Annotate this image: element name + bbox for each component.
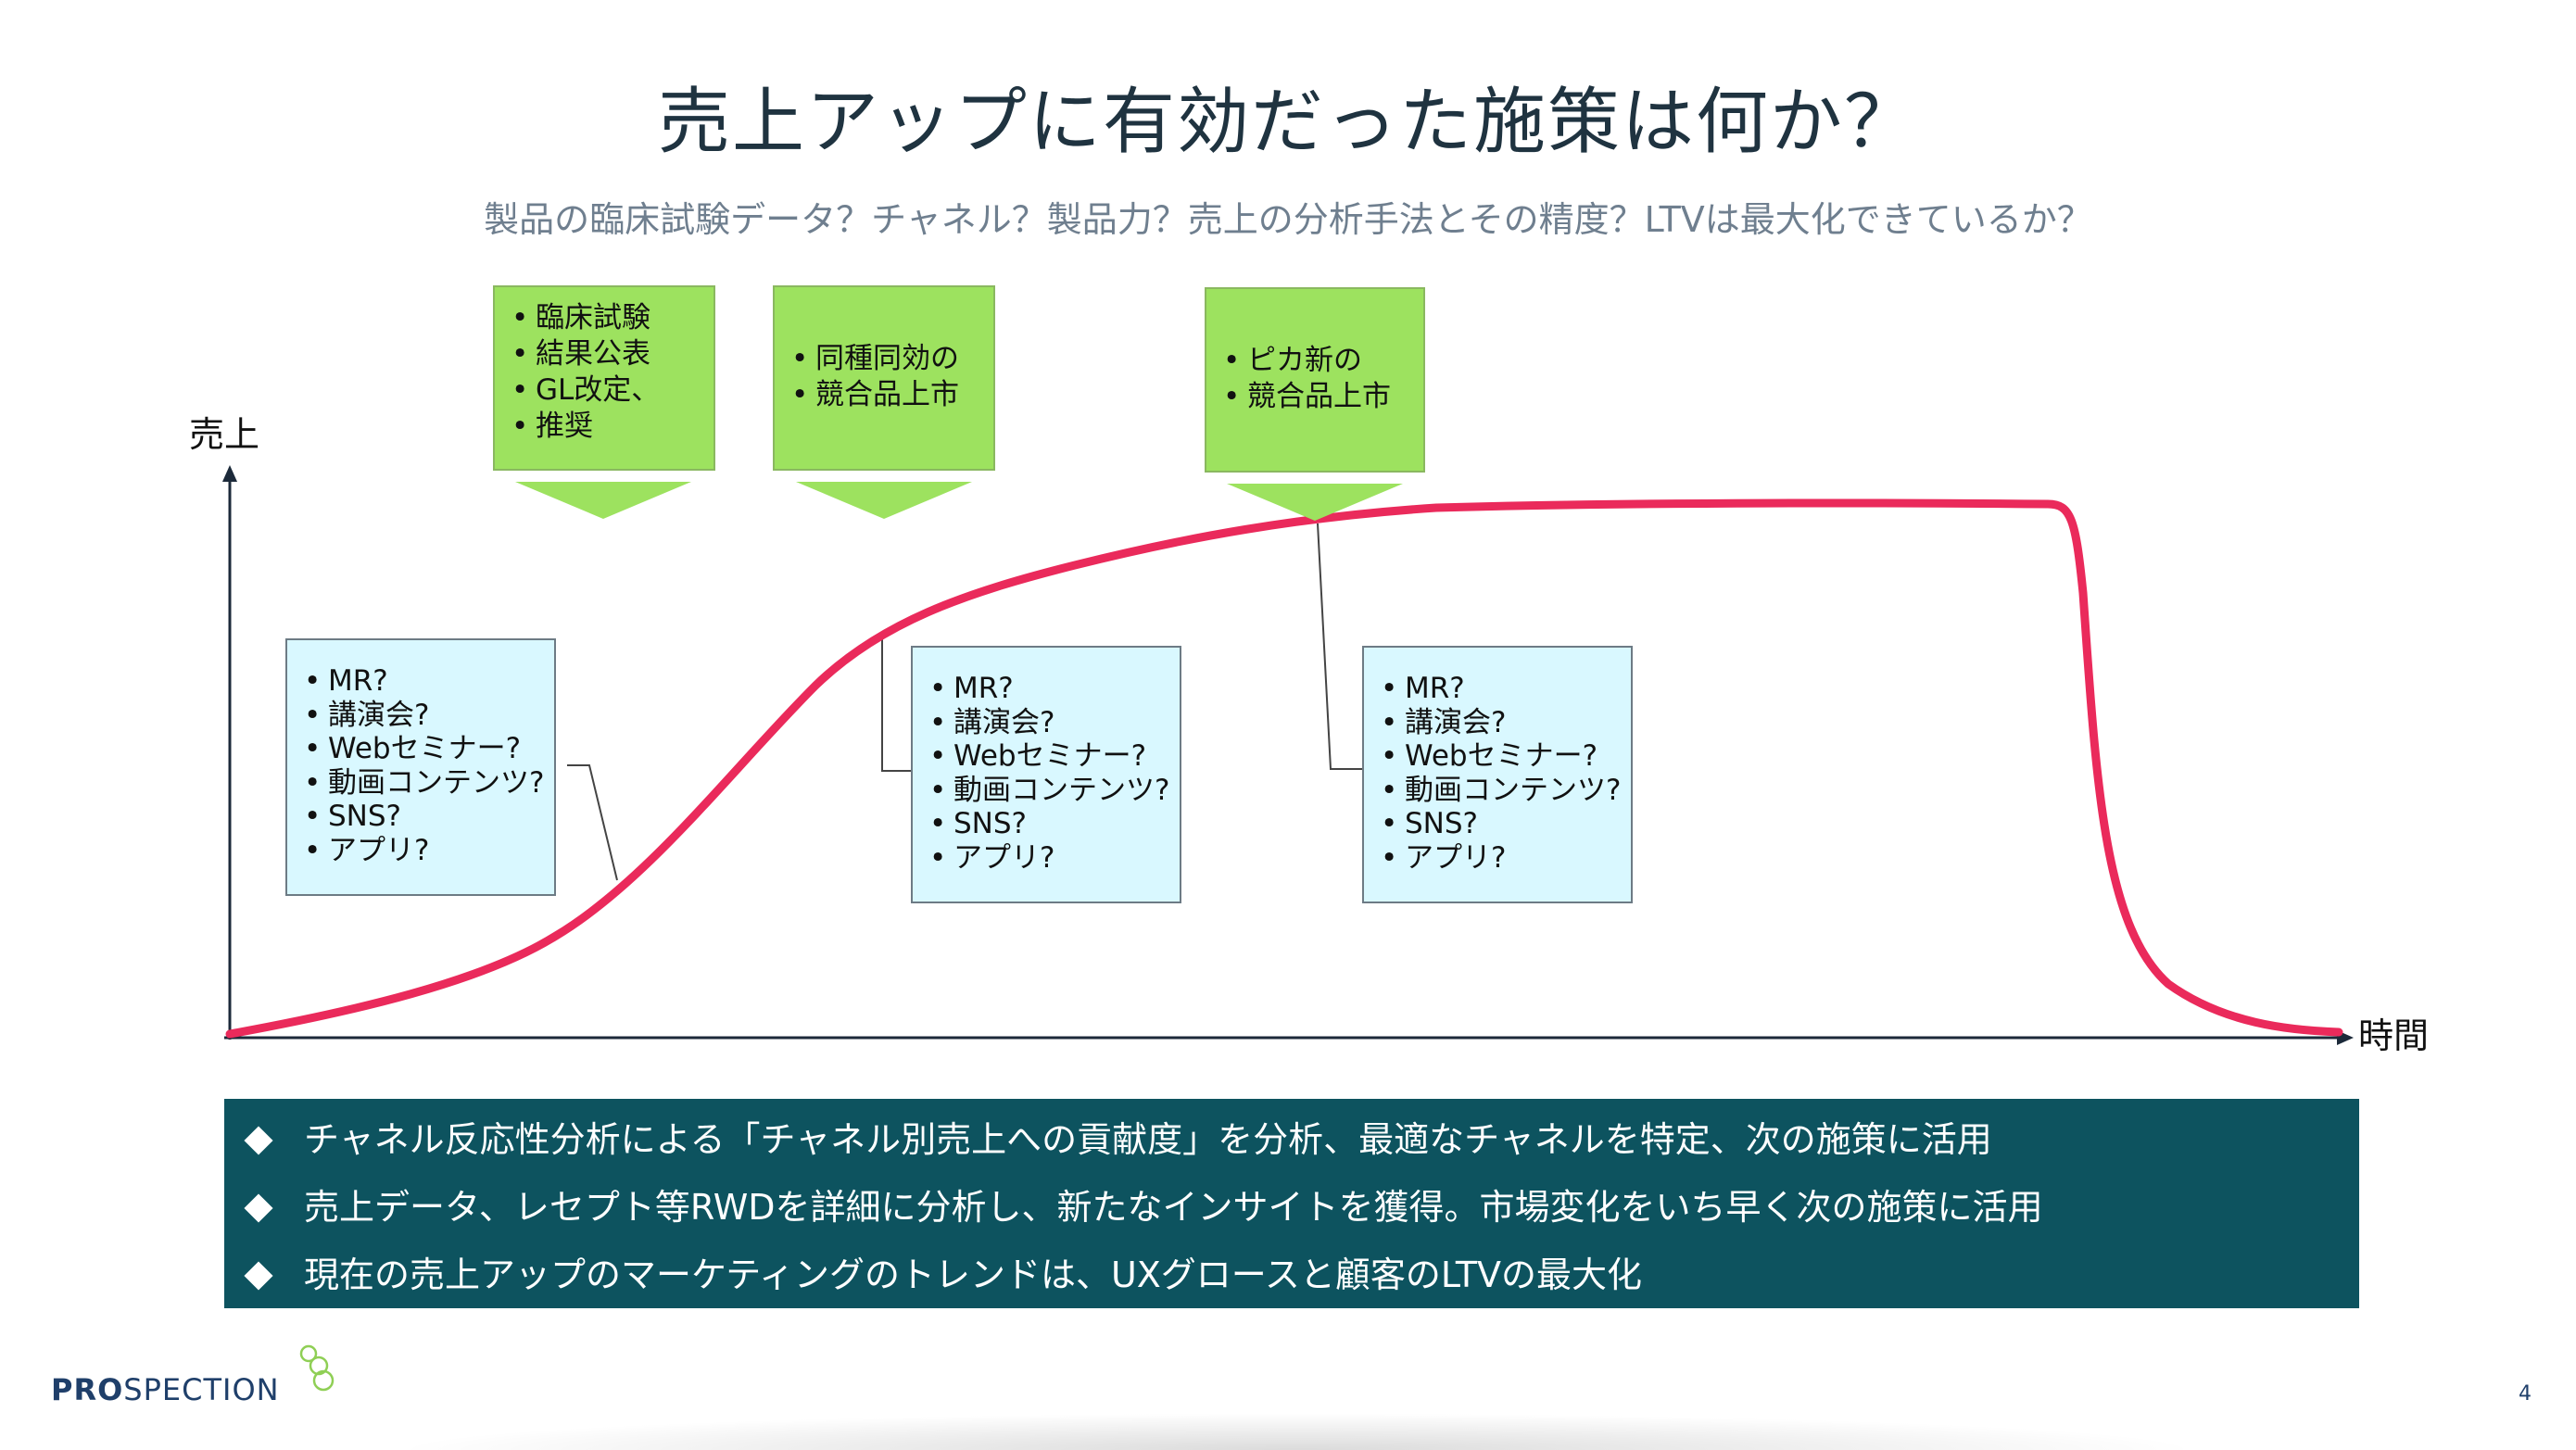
event-item: 競合品上市 — [791, 377, 984, 413]
summary-banner: チャネル反応性分析による「チャネル別売上への貢献度」を分析、最適なチャネルを特定… — [224, 1099, 2359, 1308]
banner-row: チャネル反応性分析による「チャネル別売上への貢献度」を分析、最適なチャネルを特定… — [224, 1108, 2359, 1176]
channel-item: SNS? — [929, 807, 1170, 841]
event-item: GL改定、 — [511, 372, 704, 409]
connector-line-1 — [567, 764, 618, 881]
event-box-innovative-competitor: ピカ新の 競合品上市 — [1205, 287, 1425, 473]
channel-item: MR? — [1381, 672, 1622, 706]
channel-item: 講演会? — [304, 699, 545, 733]
y-axis-label: 売上 — [189, 414, 260, 455]
channel-item: 動画コンテンツ? — [304, 766, 545, 801]
y-axis-arrowhead — [222, 465, 237, 482]
event-item: 推奨 — [511, 409, 704, 445]
channel-box-3: MR? 講演会? Webセミナー? 動画コンテンツ? SNS? アプリ? — [1362, 646, 1633, 903]
banner-text: チャネル反応性分析による「チャネル別売上への貢献度」を分析、最適なチャネルを特定… — [304, 1119, 1992, 1160]
channel-item: Webセミナー? — [1381, 739, 1622, 774]
connector-line-3 — [1317, 523, 1364, 770]
page-title: 売上アップに有効だった施策は何か？ — [657, 81, 1918, 164]
company-logo: PROSPECTION — [51, 1371, 280, 1408]
channel-item: MR? — [929, 672, 1170, 706]
event-item: 結果公表 — [511, 336, 704, 372]
page-number: 4 — [2519, 1382, 2532, 1406]
connector-line-2 — [881, 639, 913, 772]
banner-row: 現在の売上アップのマーケティングのトレンドは、UXグロースと顧客のLTVの最大化 — [224, 1243, 2359, 1311]
channel-item: Webセミナー? — [929, 739, 1170, 774]
banner-text: 売上データ、レセプト等RWDを詳細に分析し、新たなインサイトを獲得。市場変化をい… — [304, 1187, 2043, 1228]
channel-item: 動画コンテンツ? — [1381, 774, 1622, 808]
diamond-bullet-icon — [244, 1126, 273, 1155]
event-item: 競合品上市 — [1223, 379, 1414, 415]
channel-item: アプリ? — [304, 834, 545, 868]
sales-curve — [225, 498, 2343, 1039]
event-box-clinical-results: 臨床試験 結果公表 GL改定、 推奨 — [493, 285, 715, 471]
channel-item: 講演会? — [1381, 706, 1622, 740]
channel-box-1: MR? 講演会? Webセミナー? 動画コンテンツ? SNS? アプリ? — [285, 638, 556, 896]
x-axis-label: 時間 — [2358, 1015, 2430, 1056]
channel-item: 講演会? — [929, 706, 1170, 740]
diamond-bullet-icon — [244, 1193, 273, 1223]
event-item: 同種同効の — [791, 341, 984, 377]
channel-item: アプリ? — [1381, 841, 1622, 876]
event-item: 臨床試験 — [511, 300, 704, 336]
channel-item: MR? — [304, 664, 545, 699]
channel-item: アプリ? — [929, 841, 1170, 876]
event-item: ピカ新の — [1223, 343, 1414, 379]
diamond-bullet-icon — [244, 1261, 273, 1291]
logo-strong-text: PRO — [51, 1372, 124, 1407]
channel-item: SNS? — [1381, 807, 1622, 841]
banner-row: 売上データ、レセプト等RWDを詳細に分析し、新たなインサイトを獲得。市場変化をい… — [224, 1176, 2359, 1243]
channel-item: Webセミナー? — [304, 732, 545, 766]
channel-item: SNS? — [304, 800, 545, 834]
bottom-shadow — [389, 1413, 2205, 1450]
page-subtitle: 製品の臨床試験データ？チャネル？製品力？売上の分析手法とその精度？LTVは最大化… — [484, 199, 2092, 240]
logo-rest-text: SPECTION — [123, 1372, 280, 1407]
event-box-similar-competitor: 同種同効の 競合品上市 — [773, 285, 995, 471]
channel-box-2: MR? 講演会? Webセミナー? 動画コンテンツ? SNS? アプリ? — [911, 646, 1181, 903]
banner-text: 現在の売上アップのマーケティングのトレンドは、UXグロースと顧客のLTVの最大化 — [304, 1255, 1643, 1295]
channel-item: 動画コンテンツ? — [929, 774, 1170, 808]
